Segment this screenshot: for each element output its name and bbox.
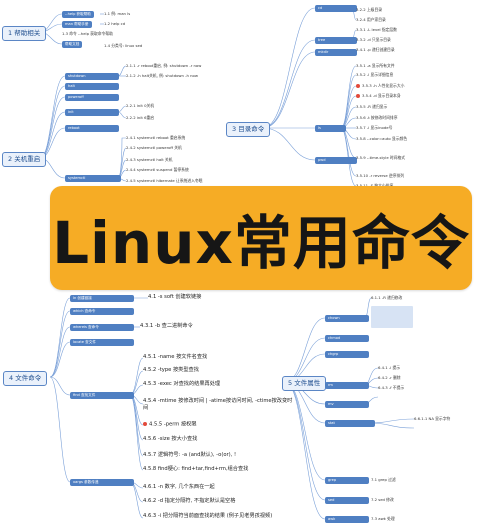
leaf-4-1: 4.1 -s soft 创建软链接 <box>148 294 202 300</box>
branch-awk[interactable]: awk <box>325 516 369 523</box>
branch-man[interactable]: man 帮助手册 <box>62 21 92 28</box>
leaf-3-3-1: 3.3.1 -L level 指定层数 <box>356 27 397 32</box>
leaf-5-6: 6.6.1.1 NA 显示字符 <box>414 416 451 421</box>
leaf-3-5-3: 3.5.3 -h 人性化显示大小 <box>356 84 404 88</box>
branch-chown[interactable]: chown <box>325 315 369 322</box>
leaf-2-4-3: 2.4.3 systemctl halt 关机 <box>126 157 173 162</box>
highlight-marker-icon <box>143 422 147 426</box>
leaf-2-1-1: 2.1.1 -r reboot重启, 例: shutdown -r now <box>126 63 202 68</box>
leaf-3-5-4: 3.5.4 -d 显示目录本身 <box>356 94 401 98</box>
branch-sed[interactable]: sed <box>325 497 369 504</box>
leaf-2-1-2: 2.1.2 -h halt关机, 例: shutdown -h now <box>126 73 198 78</box>
leaf-1-3: 1.3 命令 --help 获取命令帮助 <box>62 31 113 36</box>
branch-stat[interactable]: stat <box>325 420 375 427</box>
leaf-4-6-1: 4.6.1 -n 数字, 几个东西在一起 <box>143 484 215 490</box>
branch-find[interactable]: find 查找文件 <box>70 392 134 399</box>
section-file-attributes[interactable]: 5 文件属性 <box>282 376 327 391</box>
branch-ls[interactable]: ls <box>315 125 346 132</box>
leaf-3-5-2: 3.5.2 -l 显示详细信息 <box>356 72 394 77</box>
section-shutdown-reboot[interactable]: 2 关机重启 <box>2 152 47 167</box>
banner-title: Linux常用命令 <box>52 209 470 277</box>
branch-xargs[interactable]: xargs 参数传递 <box>70 479 134 486</box>
branch-init[interactable]: init <box>65 109 119 116</box>
leaf-7-3: 7.3 awk 处理 <box>371 516 395 521</box>
leaf-2-4-1: 2.4.1 systemctl reboot 重启系统 <box>126 135 186 140</box>
branch-chmod[interactable]: chmod <box>325 335 369 342</box>
branch-ln[interactable]: ln 创建链接 <box>70 295 134 302</box>
branch-cd[interactable]: cd <box>315 5 357 12</box>
leaf-4-5-4: 4.5.4 -mtime 按修改时间 | -atime按访问时间, -ctime… <box>143 398 293 411</box>
leaf-2-4-2: 2.4.2 systemctl poweroff 关机 <box>126 145 182 150</box>
highlight-marker-icon <box>356 94 360 98</box>
leaf-4-6-3: 4.6.3 -i 把分隔符当前面查找的结果 (例子见老男孩视频) <box>143 513 273 519</box>
branch-chgrp[interactable]: chgrp <box>325 351 369 358</box>
branch-locate[interactable]: locate 查文件 <box>70 339 134 346</box>
leaf-3-5-9: 3.5.9 --time-style 时间格式 <box>356 155 406 160</box>
branch-poweroff[interactable]: poweroff <box>65 94 119 101</box>
leaf-4-5-1: 4.5.1 -name 按文件名查找 <box>143 354 208 360</box>
section-file-commands[interactable]: 4 文件命令 <box>3 371 48 386</box>
section-help[interactable]: 1 帮助相关 <box>2 26 47 41</box>
branch-mkdir[interactable]: mkdir <box>315 49 357 56</box>
leaf-2-4-5: 2.4.5 systemctl hibernate 让系统进入冬眠 <box>126 178 203 183</box>
leaf-3-3-2: 3.3.2 -d 只显示目录 <box>356 37 391 42</box>
leaf-5-4-3: 6.4.3 -f 不提示 <box>378 385 405 390</box>
leaf-7-1: 7.1 grep 过滤 <box>371 477 396 482</box>
leaf-2-2-1: 2.2.1 init 0关机 <box>126 103 155 108</box>
leaf-3-5-1: 3.5.1 -a 显示所有文件 <box>356 63 395 68</box>
leaf-5-1: 6.1.1 -R 递归修改 <box>371 295 403 300</box>
leaf-5-4-1: 6.4.1 -i 提示 <box>378 365 401 370</box>
branch-which[interactable]: which 查命令 <box>70 308 134 315</box>
branch-tree[interactable]: tree <box>315 37 357 44</box>
branch-mv[interactable]: mv <box>325 401 369 408</box>
leaf-4-5-2: 4.5.2 -type 按类型查找 <box>143 367 199 373</box>
leaf-3-2-2: 3.2.2 上级目录 <box>356 7 383 12</box>
branch-rm[interactable]: rm <box>325 382 369 389</box>
leaf-1-4: 1.4 分类号: linux sed <box>104 43 143 48</box>
branch-halt[interactable]: halt <box>65 83 119 90</box>
leaf-3-5-11: 3.5.11 -S 按大小排序 <box>356 184 393 188</box>
leaf-5-4-2: 6.4.2 -r 删除 <box>378 375 401 380</box>
leaf-4-5-7: 4.5.7 逻辑符号: -a (and默认), -o(or), ! <box>143 452 237 458</box>
branch-help-docs[interactable]: 帮助文档 <box>62 41 83 48</box>
leaf-1-1: 1.1 例: man ls <box>104 11 131 16</box>
leaf-4-3-1: 4.3.1 -b 查二进制命令 <box>140 323 193 329</box>
branch-shutdown[interactable]: shutdown <box>65 73 119 80</box>
section-directory[interactable]: 3 目录命令 <box>226 122 271 137</box>
leaf-2-4-4: 2.4.4 systemctl suspend 暂停系统 <box>126 167 189 172</box>
leaf-3-4-1: 3.4.1 -p 递归创建目录 <box>356 47 395 52</box>
branch-systemctl[interactable]: systemctl <box>65 175 121 182</box>
branch-reboot[interactable]: reboot <box>65 125 119 132</box>
title-banner: Linux常用命令 <box>50 186 472 290</box>
branch-help-option[interactable]: --help 获取帮助 <box>62 11 94 18</box>
leaf-4-5-3: 4.5.3 -exec 对查找的结果再处理 <box>143 381 221 387</box>
leaf-2-2-2: 2.2.2 init 6重启 <box>126 115 155 120</box>
leaf-3-5-6: 3.5.6 -t 按修改时间排序 <box>356 115 398 120</box>
branch-pwd[interactable]: pwd <box>315 157 357 164</box>
leaf-4-5-5: 4.5.5 -perm 按权限 <box>143 422 197 428</box>
leaf-4-6-2: 4.6.2 -d 指定分隔符, 不指定默认是空格 <box>143 498 236 504</box>
branch-whereis[interactable]: whereis 查命令 <box>70 324 134 331</box>
leaf-4-5-8: 4.5.8 find梗心: find+tar,find+rm,组合查找 <box>143 466 249 472</box>
leaf-3-5-7: 3.5.7 -i 显示inode号 <box>356 125 393 130</box>
highlight-marker-icon <box>356 84 360 88</box>
leaf-3-2-4: 3.2.4 用户家目录 <box>356 17 386 22</box>
leaf-3-5-5: 3.5.5 -R 递归显示 <box>356 104 388 109</box>
leaf-1-2: 1.2 help cd <box>104 21 126 26</box>
branch-grep[interactable]: grep <box>325 477 369 484</box>
leaf-3-5-8: 3.5.8 --color=auto 显示颜色 <box>356 136 408 141</box>
leaf-4-5-6: 4.5.6 -size 按大小查找 <box>143 436 198 442</box>
leaf-3-5-10: 3.5.10 -r reverse 逆序排列 <box>356 173 405 178</box>
leaf-7-2: 7.2 sed 修改 <box>371 497 394 502</box>
